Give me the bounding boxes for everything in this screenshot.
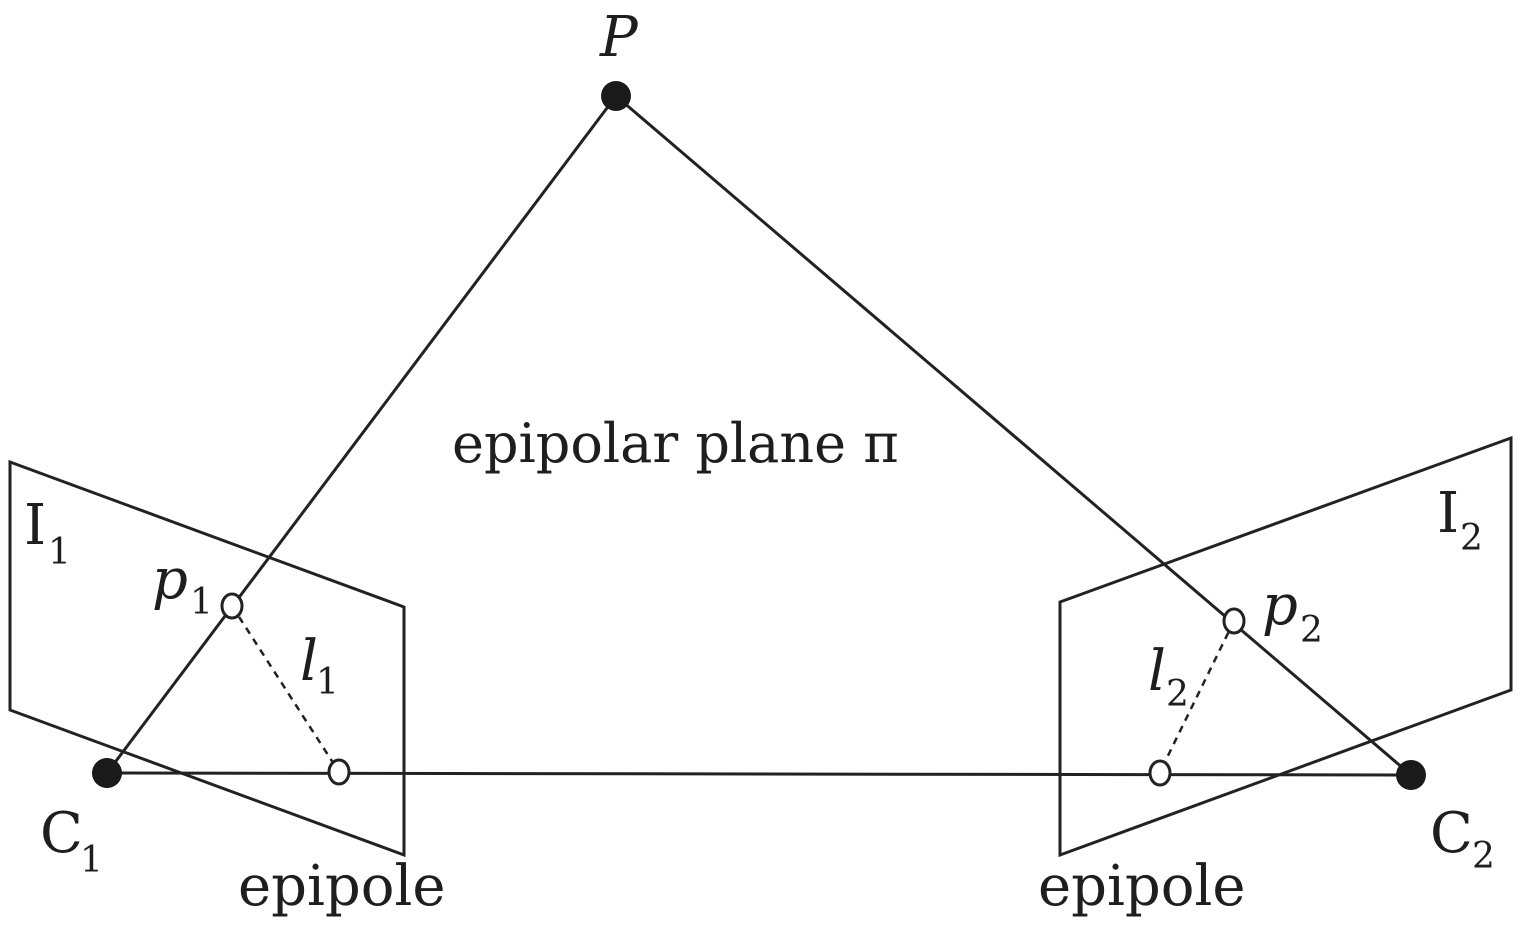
- point-p: [601, 81, 631, 111]
- label-image-1: I: [24, 493, 46, 558]
- epipolar-line-2: [1158, 620, 1236, 773]
- ray-c2-to-p: [615, 94, 1412, 777]
- label-p1: p: [152, 547, 188, 612]
- label-epipole-right: epipole: [1038, 854, 1246, 919]
- label-l1: l: [300, 629, 318, 694]
- label-p2-sub: 2: [1300, 610, 1323, 651]
- label-image-1-sub: 1: [48, 532, 71, 573]
- label-l2-sub: 2: [1166, 674, 1189, 715]
- label-c1: C: [40, 801, 83, 866]
- label-l2: l: [1148, 639, 1166, 704]
- label-p2: p: [1262, 573, 1298, 638]
- epipole-point-2: [1148, 759, 1172, 787]
- image-point-p2: [1222, 607, 1246, 635]
- label-image-2-sub: 2: [1460, 518, 1483, 559]
- label-l1-sub: 1: [316, 662, 339, 703]
- image-plane-1: [8, 459, 406, 858]
- label-epipole-left: epipole: [238, 854, 446, 919]
- baseline: [106, 771, 1412, 777]
- label-c2: C: [1430, 801, 1473, 866]
- epipole-point-1: [327, 758, 351, 786]
- camera-center-1: [92, 758, 122, 788]
- label-point-p: P: [599, 5, 639, 70]
- label-image-2: I: [1437, 481, 1459, 546]
- label-c1-sub: 1: [80, 840, 103, 881]
- camera-center-2: [1396, 760, 1426, 790]
- image-plane-2: [1058, 435, 1513, 858]
- image-point-p1: [220, 592, 244, 620]
- label-epipolar-plane: epipolar plane π: [452, 412, 899, 475]
- label-p1-sub: 1: [190, 582, 213, 623]
- label-c2-sub: 2: [1472, 836, 1495, 877]
- epipolar-line-1: [230, 605, 341, 773]
- ray-c1-to-p: [105, 95, 618, 774]
